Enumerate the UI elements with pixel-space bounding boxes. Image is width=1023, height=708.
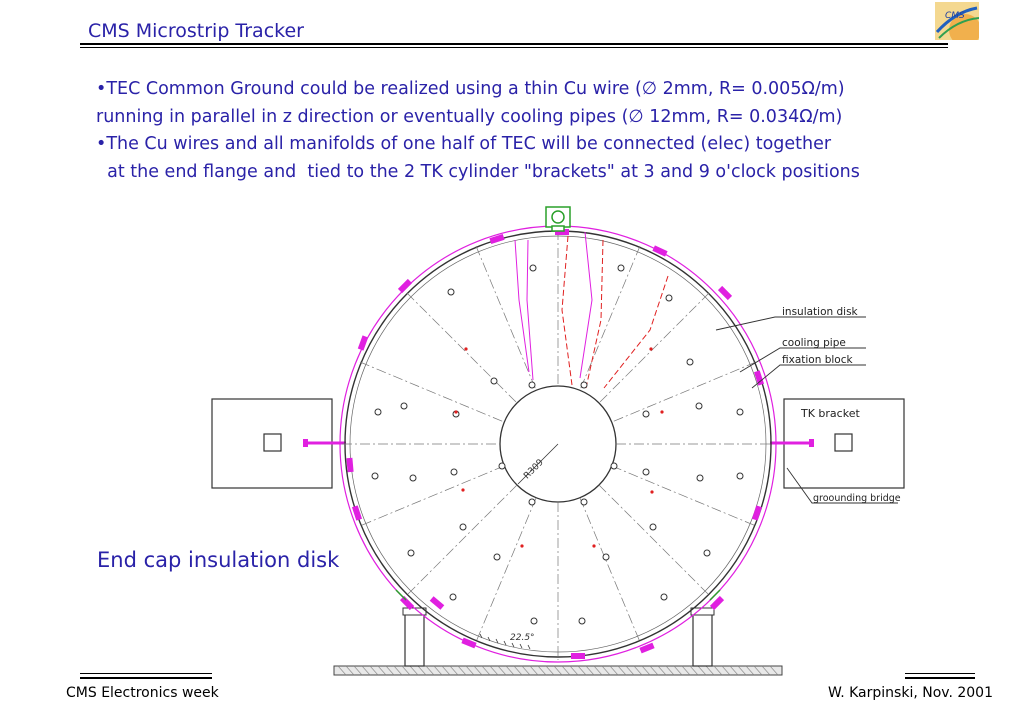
bullet-line: •TEC Common Ground could be realized usi…	[96, 79, 845, 99]
title-rule	[80, 43, 948, 45]
label-tk-bracket: TK bracket	[800, 407, 860, 420]
bullet-line: •The Cu wires and all manifolds of one h…	[96, 134, 832, 154]
cms-logo-icon: CMS	[935, 2, 979, 40]
footer-author: W. Karpinski, Nov. 2001	[827, 685, 993, 701]
label-grounding-bridge: groounding bridge	[813, 493, 901, 504]
footer-rule-right-thick	[905, 677, 975, 679]
slide-title: CMS Microstrip Tracker	[88, 20, 304, 42]
label-cooling-pipe: cooling pipe	[782, 337, 846, 349]
support-leg-right	[692, 613, 713, 667]
bullet-line: running in parallel in z direction or ev…	[96, 106, 843, 127]
figure-caption: End cap insulation disk	[97, 548, 340, 572]
bullet-list: •TEC Common Ground could be realized usi…	[96, 76, 996, 186]
label-fixation-block: fixation block	[782, 354, 853, 366]
svg-text:CMS: CMS	[945, 11, 965, 21]
angle-label: 22.5°	[510, 633, 535, 643]
fixation-top-icon	[545, 206, 571, 232]
footer-rule-left-thick	[80, 677, 212, 679]
footer-rule-right	[905, 673, 975, 674]
footer-event: CMS Electronics week	[66, 685, 219, 701]
bullet-line: at the end flange and tied to the 2 TK c…	[96, 161, 860, 182]
label-insulation-disk: insulation disk	[782, 306, 859, 318]
title-rule-thin	[80, 47, 948, 48]
footer-rule-left	[80, 673, 212, 674]
support-leg-left	[404, 613, 425, 667]
